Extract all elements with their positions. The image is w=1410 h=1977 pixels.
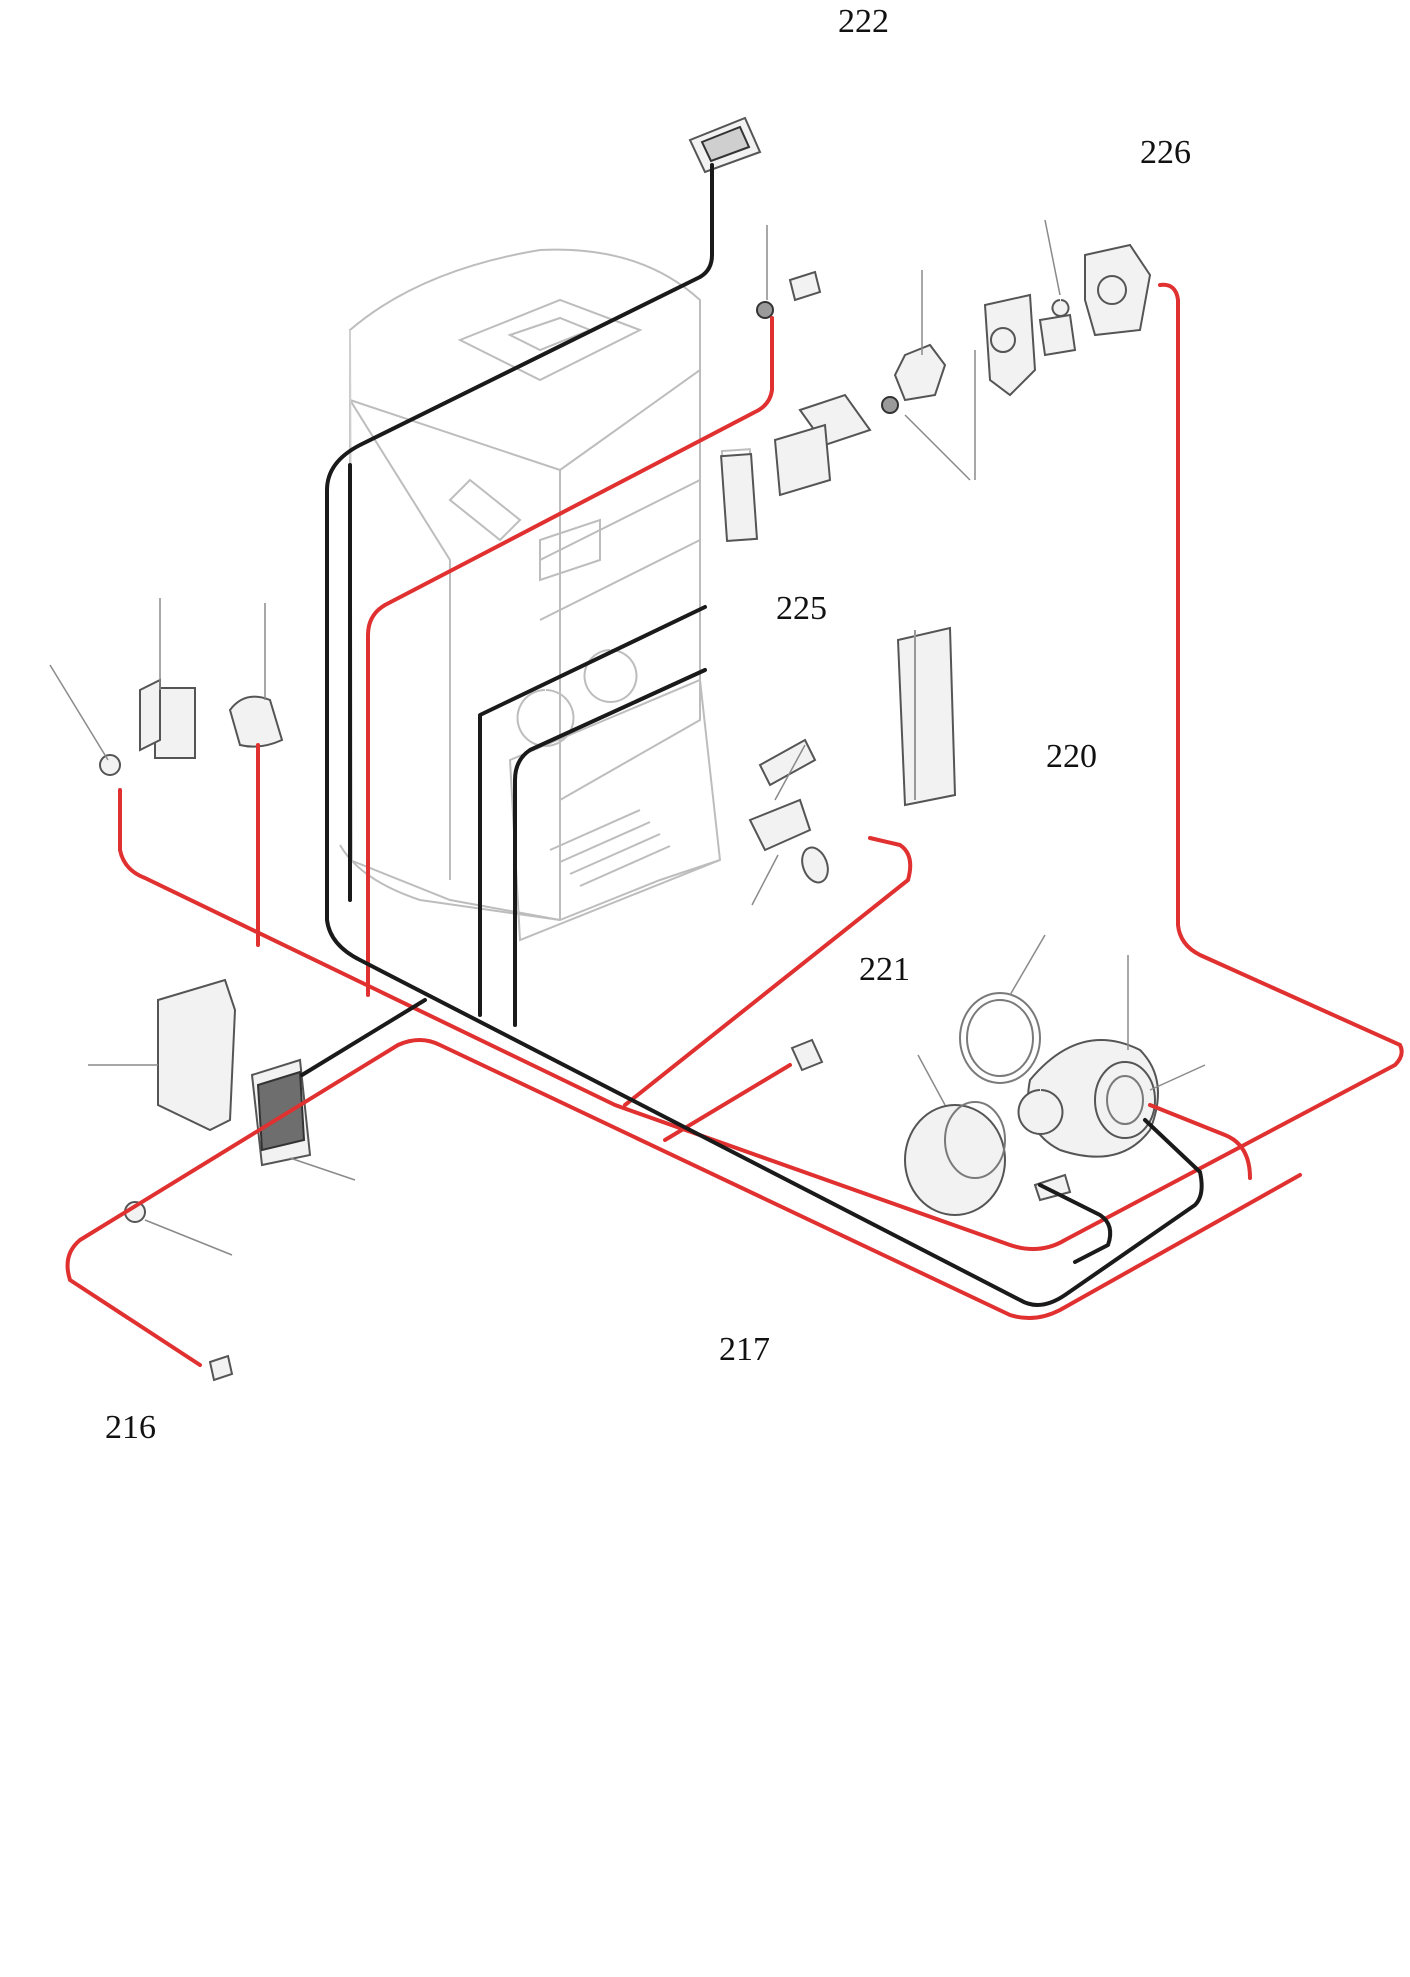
label-220: 220: [1046, 738, 1097, 775]
red-wire-upper: [366, 316, 774, 997]
red-wire-fan: [1148, 1103, 1252, 1180]
label-226: 226: [1140, 134, 1191, 171]
red-wires: [65, 282, 1404, 1367]
black-wire-sensor: [1038, 1183, 1113, 1264]
red-wire-bottom: [65, 1038, 1302, 1367]
label-225: 225: [776, 590, 827, 627]
display-panel: [688, 116, 762, 174]
label-221: 221: [859, 951, 910, 988]
components-lower: [124, 738, 1159, 1382]
red-wire-main: [118, 282, 1404, 1251]
black-wire-mid-1: [478, 605, 707, 1017]
label-217: 217: [719, 1331, 770, 1368]
leader-lines: [49, 219, 1206, 1256]
components-top-right: [99, 243, 1152, 807]
label-222: 222: [838, 3, 889, 40]
black-wires: [300, 163, 1204, 1307]
red-wire-221: [623, 836, 913, 1107]
black-wire-display: [325, 163, 1204, 1307]
black-wire-module: [300, 998, 427, 1077]
label-216: 216: [105, 1409, 156, 1446]
black-wire-mid-2: [513, 668, 707, 1027]
